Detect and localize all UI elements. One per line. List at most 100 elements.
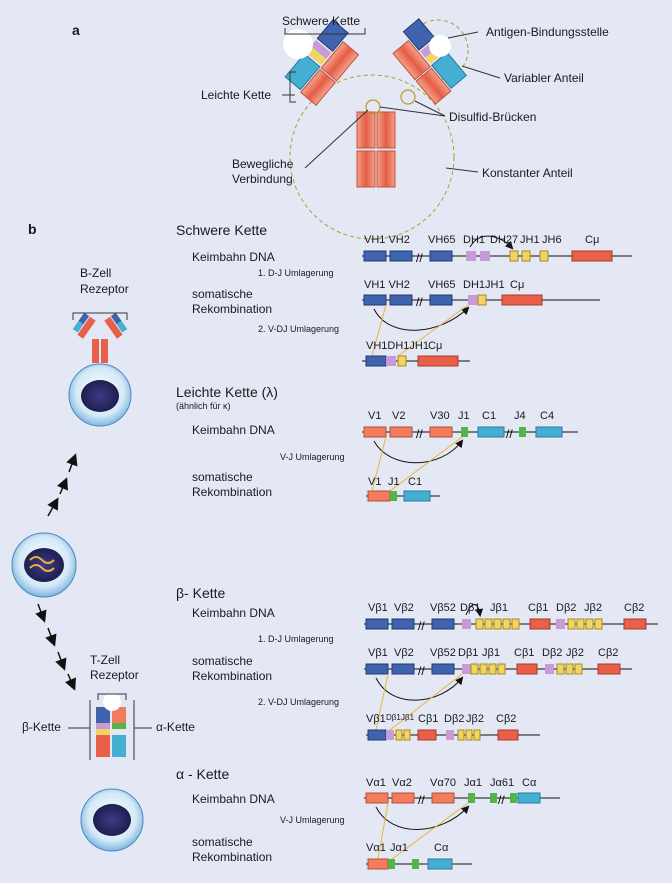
gene-label: Vα2 [392,777,412,789]
gene-label: Vβ1 [368,647,388,659]
panel-a-letter: a [72,22,80,38]
gene-label: V1 [368,476,382,488]
gene-label: V30 [430,410,450,422]
gene-label: Cβ1 [528,602,549,614]
alpha-chain-germline: // // [364,792,560,860]
gene-label: Cβ1 [418,713,439,725]
gene-label: Cβ2 [496,713,517,725]
gene-label: Dβ2 [542,647,563,659]
gene-label: Vα1 [366,777,386,789]
germline-label: Keimbahn DNA [192,792,275,806]
gene-label: Vβ1 [368,602,388,614]
gene-label: Jβ1 [490,602,508,614]
gene-label: V2 [392,410,406,422]
gene-label: DH1 [463,234,486,246]
heavy-chain-label: Schwere Kette [282,14,361,28]
tcell-label-2: Rezeptor [90,668,139,682]
constant-region-circle [289,74,455,240]
gene-label: Dβ1 [458,647,479,659]
svg-text://: // [418,619,425,633]
gene-label: Cμ [428,340,443,352]
beta-chain-side-label: β-Kette [22,720,61,734]
hinge-label-2: Verbindung [232,172,293,186]
gene-label: Vα70 [430,777,456,789]
svg-text://: // [506,427,513,441]
alpha-chain-title: α - Kette [176,766,230,782]
gene-label: J1 [388,476,400,488]
svg-text://: // [418,664,425,678]
germline-label: Keimbahn DNA [192,423,275,437]
gene-label: Dβ2 [444,713,465,725]
antigen-site-blob [283,29,313,59]
fc-domain [376,111,396,149]
somatic-label-2: Rekombination [192,302,273,316]
gene-label: Dβ1 [386,713,401,722]
gene-label: VH1DH1JH1 [366,340,429,352]
dj-label: 1. D-J Umlagerung [258,268,334,278]
vdj-label: 2. V-DJ Umlagerung [258,697,340,707]
heavy-chain-bracket [284,28,366,35]
gene-label: Cα [434,842,449,854]
vj-label: V-J Umlagerung [280,815,345,825]
gene-label: Jβ2 [566,647,584,659]
somatic-label-2: Rekombination [192,850,273,864]
svg-text://: // [498,793,505,807]
gene-label: DH1JH1 [463,279,505,291]
svg-text://: // [416,251,423,265]
somatic-label-1: somatische [192,287,253,301]
gene-label: Dβ1 [460,602,481,614]
alpha-chain-recomb [366,858,472,870]
hinge-label-1: Bewegliche [232,157,294,171]
gene-label: Jα1 [464,777,482,789]
fc-domain [376,150,396,188]
gene-label: Jβ2 [584,602,602,614]
bcell-label-1: B-Zell [80,266,112,280]
b-cell [68,312,132,427]
light-chain-bracket [289,71,296,103]
disulfide-label: Disulfid-Brücken [449,110,537,124]
somatic-label-2: Rekombination [192,669,273,683]
light-chain-note: (ähnlich für κ) [176,401,231,411]
gene-label: VH1 VH2 [364,279,410,291]
gene-label: V1 [368,410,382,422]
gene-label: Cα [522,777,537,789]
antibody-diagram [282,18,501,240]
germline-label: Keimbahn DNA [192,250,275,264]
heavy-chain-germline: // [362,235,632,265]
heavy-chain-step1: // [362,294,600,357]
antigen-site-label: Antigen-Bindungsstelle [486,25,609,39]
light-chain-recomb [366,490,440,502]
t-cell [68,693,152,852]
svg-text://: // [416,427,423,441]
tcell-label-1: T-Zell [90,653,120,667]
constant-region-label: Konstanter Anteil [482,166,573,180]
beta-chain-title: β- Kette [176,585,226,601]
gene-label: Jβ1 [401,713,415,722]
gene-label: C1 [408,476,423,488]
gene-label: Jα61 [490,777,515,789]
gene-label: C1 [482,410,497,422]
somatic-label-2: Rekombination [192,485,273,499]
disulfide-ring [400,89,416,105]
gene-label: Cμ [585,234,600,246]
light-chain-germline: // // [362,426,578,492]
gene-label: JH1 [520,234,540,246]
heavy-chain-title: Schwere Kette [176,222,268,238]
bcell-label-2: Rezeptor [80,282,129,296]
alpha-chain-side-label: α-Kette [156,720,195,734]
gene-label: Vβ2 [394,602,414,614]
differentiation-arrows [35,453,78,691]
somatic-label-1: somatische [192,654,253,668]
gene-label: J1 [458,410,470,422]
right-arm [392,18,468,105]
gene-label: Vβ2 [394,647,414,659]
somatic-label-1: somatische [192,835,253,849]
gene-label: VH65 [428,279,456,291]
beta-chain-step1: // [364,663,632,731]
beta-chain-step2 [366,729,540,741]
svg-text://: // [418,793,425,807]
gene-label: VH65 [428,234,456,246]
vdj-label: 2. V-DJ Umlagerung [258,324,340,334]
gene-label: Vβ1 [366,713,386,725]
